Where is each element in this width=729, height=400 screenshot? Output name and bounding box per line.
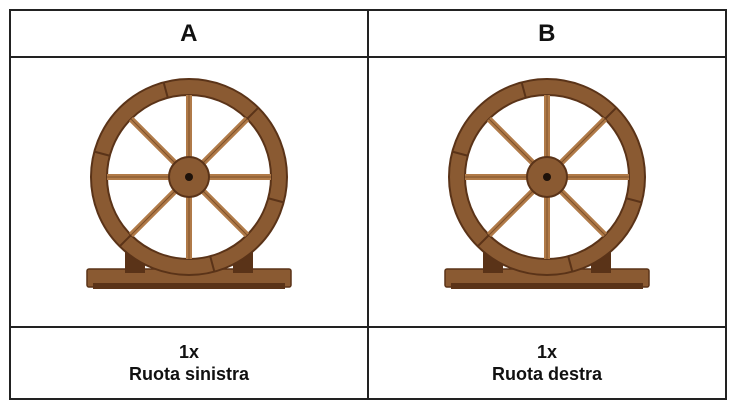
wheel-hub-hole — [185, 173, 193, 181]
wheel-base-shadow — [93, 283, 285, 289]
rim-joint — [209, 255, 216, 272]
wheel-spoke-grain — [201, 189, 248, 236]
wheel-base-shadow — [451, 283, 643, 289]
rim-joint — [567, 255, 574, 272]
wheel-spoke-grain — [559, 189, 606, 236]
header-row: A B — [9, 9, 727, 58]
wagon-wheel-left-image — [86, 78, 292, 289]
wagon-wheel-right-image — [444, 78, 650, 289]
wheel-spoke-grain — [130, 189, 177, 236]
wheel-rim — [449, 79, 645, 275]
column-header-b: B — [367, 9, 727, 58]
rim-joint — [246, 106, 260, 120]
parts-sheet: A B 1x Ruota sinistra 1x Ruota destra — [9, 9, 727, 400]
wheel-rim — [91, 79, 287, 275]
parts-table: A B 1x Ruota sinistra 1x Ruota destra — [9, 9, 727, 400]
wheel-spoke-grain — [559, 118, 606, 165]
part-name-a: Ruota sinistra — [128, 364, 250, 384]
quantity-label-b: 1x — [536, 342, 558, 362]
image-cell-b — [367, 56, 727, 328]
wheel-hub-hole — [543, 173, 551, 181]
quantity-label-a: 1x — [178, 342, 200, 362]
wheel-rim-outer-edge — [90, 78, 288, 276]
caption-row: 1x Ruota sinistra 1x Ruota destra — [9, 326, 727, 400]
rim-joint — [520, 82, 527, 99]
rim-joint — [94, 150, 111, 157]
rim-joint — [625, 197, 642, 204]
rim-joint — [476, 234, 490, 248]
rim-joint — [604, 106, 618, 120]
rim-joint — [452, 150, 469, 157]
wheel-spoke-grain — [488, 189, 535, 236]
rim-joint — [267, 197, 284, 204]
wheel-rim-outer-edge — [448, 78, 646, 276]
image-cell-a — [9, 56, 369, 328]
wheel-spoke-grain — [201, 118, 248, 165]
wheel-spoke-grain — [130, 118, 177, 165]
caption-cell-a: 1x Ruota sinistra — [9, 326, 369, 400]
part-name-b: Ruota destra — [491, 364, 603, 384]
caption-cell-b: 1x Ruota destra — [367, 326, 727, 400]
image-row — [9, 56, 727, 328]
wheel-spoke-grain — [488, 118, 535, 165]
column-header-a: A — [9, 9, 369, 58]
rim-joint — [162, 82, 169, 99]
rim-joint — [118, 234, 132, 248]
